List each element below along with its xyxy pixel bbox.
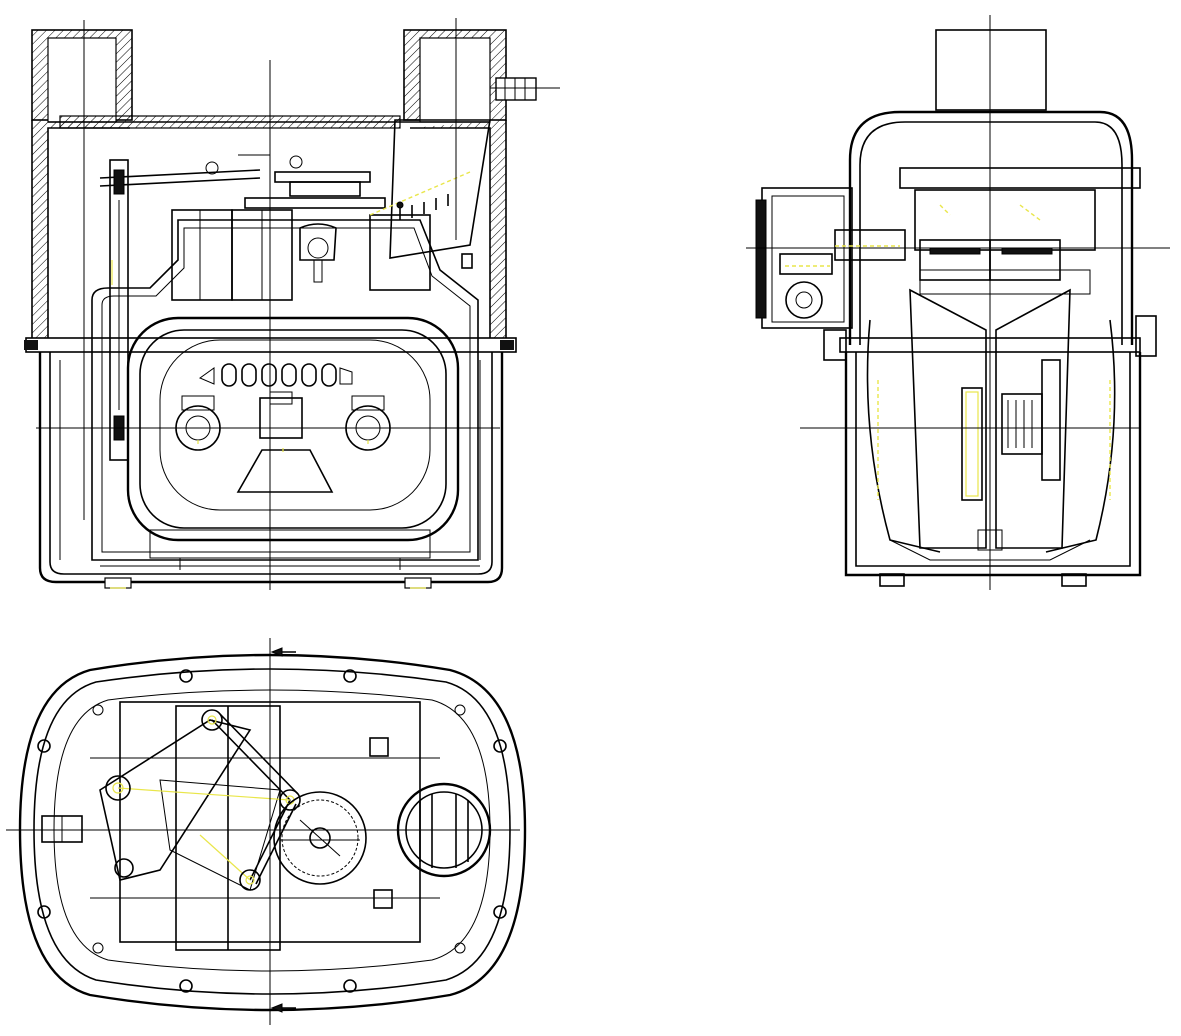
inlet-stub (41, 815, 83, 843)
front-section-view (0, 0, 580, 600)
bellows-side (866, 288, 1116, 561)
gear-wheel (273, 737, 393, 909)
section-markers (6, 638, 520, 1025)
side-section-drawing (746, 15, 1170, 590)
index-box (755, 187, 906, 329)
top-plan-drawing (6, 638, 527, 1025)
plan-outline (18, 653, 527, 1012)
bellows-window (100, 316, 480, 570)
index-mechanism (99, 154, 386, 461)
front-section-drawing (24, 18, 560, 590)
left-inlet-pipe (31, 29, 133, 123)
lower-housing (38, 352, 504, 589)
valve-mechanism (899, 167, 1141, 295)
bolt-holes (37, 669, 507, 993)
side-section-view (740, 0, 1180, 600)
center-lines (36, 18, 560, 590)
top-plan-view (0, 630, 540, 1035)
outlet-valve (369, 119, 491, 269)
right-outlet-pipe (403, 29, 537, 123)
pivot-pins (105, 709, 301, 891)
side-center-lines (746, 15, 1170, 590)
top-stub (935, 29, 1047, 111)
measuring-body (91, 209, 479, 561)
linkage-arms (99, 713, 299, 891)
